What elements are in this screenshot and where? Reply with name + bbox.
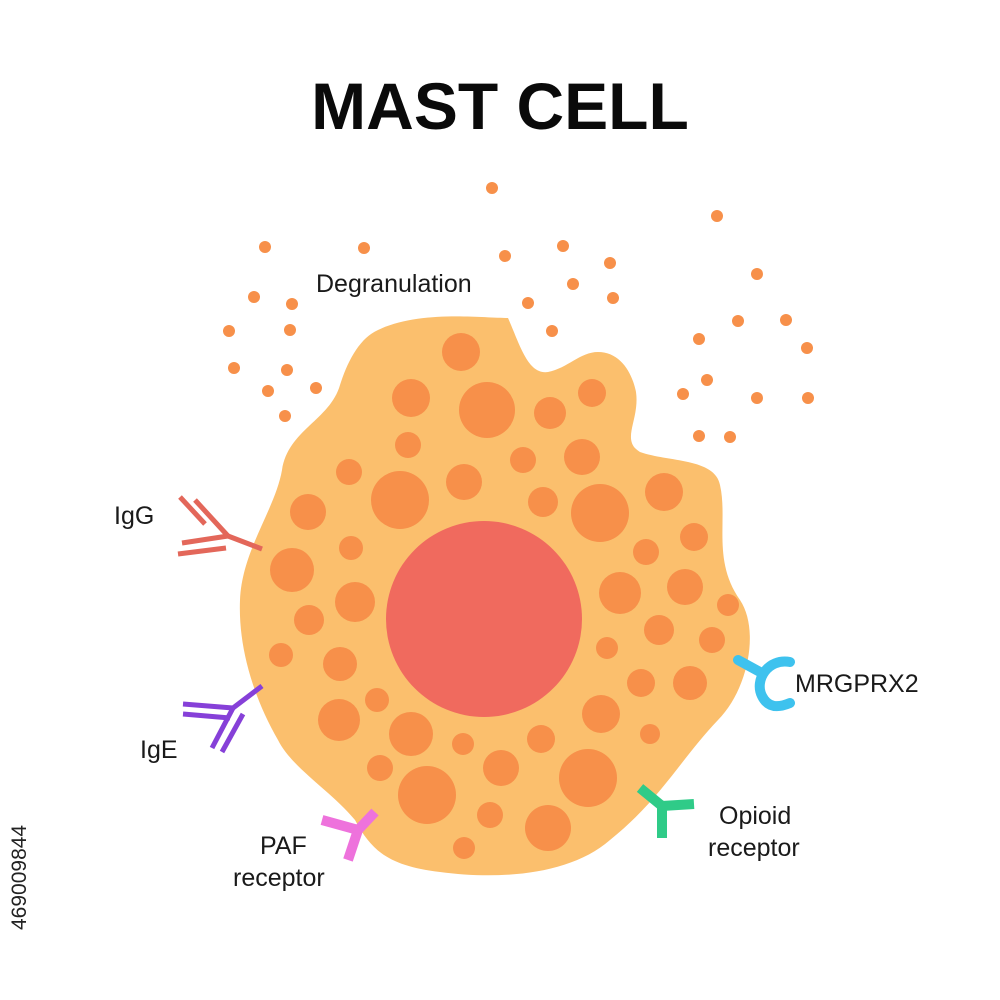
label-paf: PAF <box>260 832 307 860</box>
granule <box>578 379 606 407</box>
released-granule <box>751 268 763 280</box>
granule <box>680 523 708 551</box>
label-mrgprx2: MRGPRX2 <box>795 670 919 698</box>
label-igg: IgG <box>114 502 155 530</box>
released-granule <box>223 325 235 337</box>
released-granule <box>607 292 619 304</box>
released-granule <box>557 240 569 252</box>
granule <box>452 733 474 755</box>
stock-id-watermark: 469009844 <box>2 760 36 930</box>
released-granule <box>286 298 298 310</box>
granule <box>525 805 571 851</box>
released-granule <box>310 382 322 394</box>
granule <box>365 688 389 712</box>
released-granule <box>279 410 291 422</box>
granule <box>645 473 683 511</box>
internal-granules <box>269 333 739 859</box>
granule <box>596 637 618 659</box>
nucleus <box>386 521 582 717</box>
released-granule <box>802 392 814 404</box>
granule <box>640 724 660 744</box>
granule <box>633 539 659 565</box>
released-granule <box>281 364 293 376</box>
granule <box>483 750 519 786</box>
granule <box>395 432 421 458</box>
released-granule <box>522 297 534 309</box>
released-granule <box>248 291 260 303</box>
released-granule <box>701 374 713 386</box>
granule <box>582 695 620 733</box>
released-granule <box>284 324 296 336</box>
granule <box>442 333 480 371</box>
released-granule <box>486 182 498 194</box>
granule <box>290 494 326 530</box>
released-granule <box>780 314 792 326</box>
granule <box>644 615 674 645</box>
granule <box>270 548 314 592</box>
diagram-title: MAST CELL <box>311 69 689 143</box>
igg-antibody-icon <box>177 495 263 557</box>
released-granule <box>262 385 274 397</box>
granule <box>367 755 393 781</box>
granule <box>599 572 641 614</box>
granule <box>527 725 555 753</box>
granule <box>453 837 475 859</box>
granule <box>323 647 357 681</box>
granule <box>528 487 558 517</box>
granule <box>335 582 375 622</box>
granule <box>398 766 456 824</box>
released-granule <box>801 342 813 354</box>
granule <box>564 439 600 475</box>
released-granule <box>228 362 240 374</box>
label-opioid-receptor: receptor <box>708 834 800 862</box>
released-granule <box>724 431 736 443</box>
granule <box>667 569 703 605</box>
released-granule <box>604 257 616 269</box>
released-granule <box>732 315 744 327</box>
released-granule <box>499 250 511 262</box>
paf-receptor-icon <box>320 808 379 862</box>
granule <box>534 397 566 429</box>
released-granules <box>223 182 814 443</box>
released-granule <box>751 392 763 404</box>
granule <box>510 447 536 473</box>
released-granule <box>693 333 705 345</box>
stock-id-text: 469009844 <box>8 824 31 930</box>
granule <box>294 605 324 635</box>
opioid-receptor-icon <box>636 784 695 838</box>
label-opioid: Opioid <box>719 802 792 830</box>
granule <box>318 699 360 741</box>
granule <box>336 459 362 485</box>
granule <box>699 627 725 653</box>
granule <box>717 594 739 616</box>
granule <box>371 471 429 529</box>
granule <box>477 802 503 828</box>
released-granule <box>546 325 558 337</box>
granule <box>571 484 629 542</box>
granule <box>559 749 617 807</box>
granule <box>446 464 482 500</box>
label-degranulation: Degranulation <box>316 270 472 298</box>
granule <box>459 382 515 438</box>
granule <box>389 712 433 756</box>
mrgprx2-receptor-icon <box>733 655 795 712</box>
granule <box>673 666 707 700</box>
granule <box>627 669 655 697</box>
released-granule <box>567 278 579 290</box>
released-granule <box>677 388 689 400</box>
ige-antibody-icon <box>182 684 264 754</box>
released-granule <box>711 210 723 222</box>
granule <box>339 536 363 560</box>
granule <box>269 643 293 667</box>
label-ige: IgE <box>140 736 178 764</box>
released-granule <box>358 242 370 254</box>
released-granule <box>693 430 705 442</box>
granule <box>392 379 430 417</box>
label-paf-receptor: receptor <box>233 864 325 892</box>
released-granule <box>259 241 271 253</box>
